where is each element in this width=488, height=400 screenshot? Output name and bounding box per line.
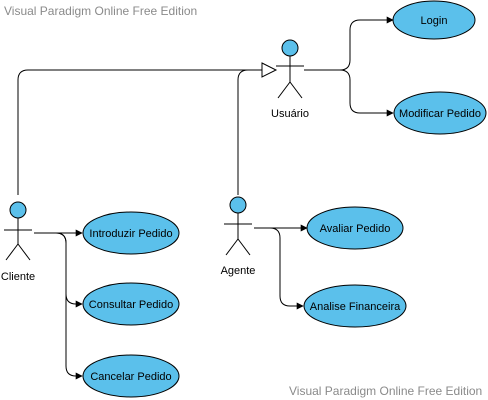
use-case-cancelar-pedido[interactable]: Cancelar Pedido: [82, 354, 180, 398]
use-case-analise-financeira[interactable]: Analise Financeira: [303, 284, 407, 328]
use-case-introduzir-pedido-label: Introduzir Pedido: [89, 228, 172, 240]
generalization-cliente-usuario: [17, 69, 262, 195]
use-case-cancelar-pedido-label: Cancelar Pedido: [90, 371, 171, 383]
assoc-agente-analise: [254, 227, 304, 310]
use-case-modificar-pedido-label: Modificar Pedido: [399, 108, 481, 120]
assoc-usuario-modificar: [304, 69, 394, 117]
use-case-analise-financeira-label: Analise Financeira: [310, 301, 401, 313]
watermark-top: Visual Paradigm Online Free Edition: [4, 4, 198, 18]
use-case-avaliar-pedido[interactable]: Avaliar Pedido: [306, 206, 404, 250]
watermark-bottom: Visual Paradigm Online Free Edition: [289, 384, 483, 398]
actor-agente-label: Agente: [221, 265, 256, 277]
use-case-modificar-pedido[interactable]: Modificar Pedido: [393, 91, 487, 135]
use-case-consultar-pedido[interactable]: Consultar Pedido: [82, 282, 180, 326]
actor-agente[interactable]: Agente: [221, 196, 256, 277]
use-case-introduzir-pedido[interactable]: Introduzir Pedido: [82, 211, 180, 255]
assoc-cliente-cancelar: [34, 232, 83, 380]
assoc-cliente-consultar: [34, 232, 83, 308]
generalization-agente-usuario: [237, 69, 262, 195]
use-case-avaliar-pedido-label: Avaliar Pedido: [320, 223, 391, 235]
assoc-usuario-login: [304, 16, 394, 71]
use-case-login-label: Login: [421, 15, 448, 27]
use-case-login[interactable]: Login: [392, 0, 476, 40]
use-case-consultar-pedido-label: Consultar Pedido: [89, 299, 173, 311]
actor-usuario-label: Usuário: [271, 108, 309, 120]
actor-usuario[interactable]: Usuário: [271, 39, 309, 120]
actor-cliente[interactable]: Cliente: [1, 201, 35, 283]
actor-cliente-label: Cliente: [1, 271, 35, 283]
generalization-arrowhead: [261, 62, 278, 78]
